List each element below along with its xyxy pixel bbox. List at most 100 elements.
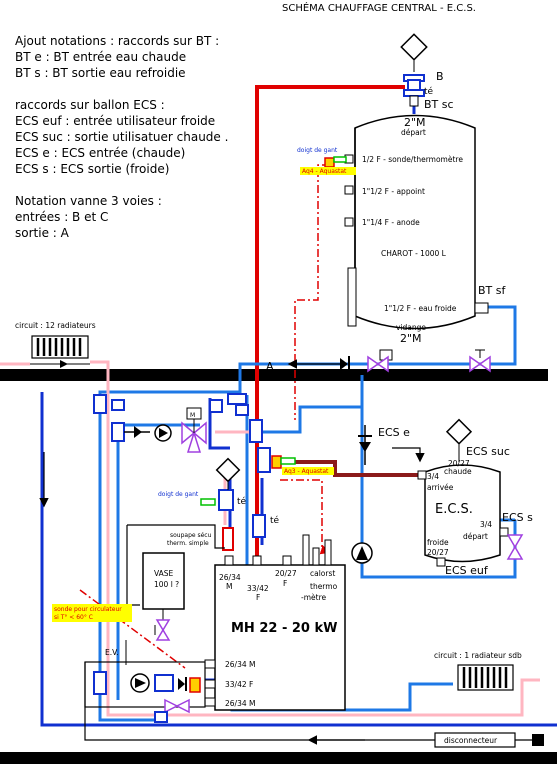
aq4-label: Aq4 - Aquastat xyxy=(302,168,347,175)
ecs-right-size: 3/4 xyxy=(480,520,492,529)
radiator-valve-icon xyxy=(60,360,68,368)
boiler-side-port-3: 26/34 M xyxy=(225,699,255,708)
ecs-depart-label: départ xyxy=(463,532,488,541)
boiler-port-2-type: F xyxy=(256,593,260,602)
tank-depart-size: 2"M xyxy=(404,116,426,129)
aq3-sensor-icon xyxy=(271,455,282,469)
vessel-valve-icon xyxy=(154,609,171,641)
soupape-line xyxy=(127,524,225,549)
ecs-size-bottom: 20/27 xyxy=(427,548,449,557)
safety-valve-icon xyxy=(222,527,234,551)
boiler-thermo-1: thermo xyxy=(310,582,338,591)
floor-bar-upper xyxy=(0,369,548,381)
vase-label: VASE xyxy=(154,569,174,578)
circulator-pump-icon xyxy=(351,542,373,564)
boiler xyxy=(204,534,346,711)
aq3-label-bg xyxy=(282,467,334,475)
notes-block: Ajout notations : raccords sur BT : BT e… xyxy=(15,34,228,240)
ecs-inlet-valve-icon xyxy=(358,425,372,465)
boiler-thermo-2: -mètre xyxy=(301,593,326,602)
sonde-label-bg xyxy=(52,604,132,622)
sensor-well-icon xyxy=(333,156,347,163)
note-line: Notation vanne 3 voies : xyxy=(15,194,162,208)
manifold-fittings xyxy=(209,393,271,538)
boiler-port-1: 26/34 xyxy=(219,573,241,582)
te-label-2: té xyxy=(237,496,247,507)
circuit-sdb-label: circuit : 1 radiateur sdb xyxy=(434,651,522,660)
sonde-label-1: sonde pour circulateur xyxy=(54,606,122,613)
diagram-title: SCHÉMA CHAUFFAGE CENTRAL - E.C.S. xyxy=(282,1,476,14)
boiler-loop-box xyxy=(84,661,206,708)
note-line: ECS suc : sortie utilisatuer chaude . xyxy=(15,130,228,144)
disconnector-label: disconnecteur xyxy=(444,736,498,745)
ecs-feed-pipe xyxy=(285,460,420,477)
hot-supply-pipe xyxy=(255,85,405,565)
ecs-froide-label: froide xyxy=(427,538,449,547)
boiler-port-3: 20/27 xyxy=(275,569,297,578)
sonde-label-2: si T° < 60° C xyxy=(54,614,93,621)
drain-valves xyxy=(340,349,491,373)
ecs-e-label: ECS e xyxy=(378,426,410,439)
sensor-well-icon xyxy=(280,457,296,465)
note-line: BT s : BT sortie eau refroidie xyxy=(15,66,186,80)
floor-hatch xyxy=(11,369,19,764)
aq4-sensor-icon xyxy=(324,157,335,168)
ecs-outlet-valve-icon xyxy=(506,534,524,560)
boiler-name: MH 22 - 20 kW xyxy=(231,621,337,636)
air-vent-icon xyxy=(400,33,428,114)
ecs-tank xyxy=(417,464,509,567)
control-lines xyxy=(79,164,330,669)
expansion-vessel xyxy=(142,552,185,610)
boiler-port-1-type: M xyxy=(226,582,232,591)
tank-ports xyxy=(344,154,489,361)
valve-motor-label: M xyxy=(190,412,195,419)
tank-te-label: té xyxy=(424,86,434,97)
soupape-label-2: therm. simple xyxy=(167,540,209,547)
note-line: Ajout notations : raccords sur BT : xyxy=(15,34,219,48)
valve-a-label: A xyxy=(266,360,274,373)
note-line: ECS euf : entrée utilisateur froide xyxy=(15,114,215,128)
aq3-label: Aq3 - Aquastat xyxy=(284,468,329,475)
aq4-label-bg xyxy=(300,167,356,175)
doigt-gant-label-2: doigt de gant xyxy=(158,491,199,498)
ecs-chaude-label: chaude xyxy=(444,467,472,476)
air-vent-icon xyxy=(445,418,473,462)
ecs-s-label: ECS s xyxy=(502,511,533,524)
tank-bt-sf-label: BT sf xyxy=(478,284,506,297)
circuit-radiators-label: circuit : 12 radiateurs xyxy=(15,321,96,330)
boiler-calorst: calorst xyxy=(310,569,335,578)
disconnector-end xyxy=(532,734,544,746)
tank-port-anode: 1"1/4 F - anode xyxy=(362,218,420,227)
te-label-3: té xyxy=(270,515,280,526)
note-line: ECS e : ECS entrée (chaude) xyxy=(15,146,185,160)
tank-port-appoint: 1"1/2 F - appoint xyxy=(362,187,425,196)
ecs-euf-label: ECS euf xyxy=(445,564,489,577)
ecs-size-top: 20/27 xyxy=(448,459,470,468)
floor-bar-lower xyxy=(0,752,557,764)
lower-pump-group xyxy=(93,640,201,723)
tank-port-cold: 1"1/2 F - eau froide xyxy=(384,304,457,313)
tank-name: CHAROT - 1000 L xyxy=(381,249,447,258)
note-line: ECS s : ECS sortie (froide) xyxy=(15,162,169,176)
note-line: sortie : A xyxy=(15,226,70,240)
radiator-icon xyxy=(31,335,89,359)
ecs-left-size: 3/4 xyxy=(427,472,439,481)
boiler-side-port-2: 33/42 F xyxy=(225,680,253,689)
tank-port-probe: 1/2 F - sonde/thermomètre xyxy=(362,155,463,164)
soupape-label: soupape sécu xyxy=(170,532,212,539)
vase-line xyxy=(126,525,140,606)
tank-vidange-label: vidange xyxy=(396,323,426,332)
tank-depart-label: départ xyxy=(401,128,426,137)
boiler-side-port-1: 26/34 M xyxy=(225,660,255,669)
vase-capacity: 100 l ? xyxy=(154,580,179,589)
tank-bt-sc-label: BT sc xyxy=(424,98,454,111)
tank-top-label: B xyxy=(436,70,444,83)
boiler-port-2: 33/42 xyxy=(247,584,269,593)
storage-tank xyxy=(354,114,476,330)
ecs-name: E.C.S. xyxy=(435,502,473,517)
note-line: raccords sur ballon ECS : xyxy=(15,98,165,112)
left-valves xyxy=(93,394,172,442)
note-line: entrées : B et C xyxy=(15,210,108,224)
tank-vidange-size: 2"M xyxy=(400,332,422,345)
